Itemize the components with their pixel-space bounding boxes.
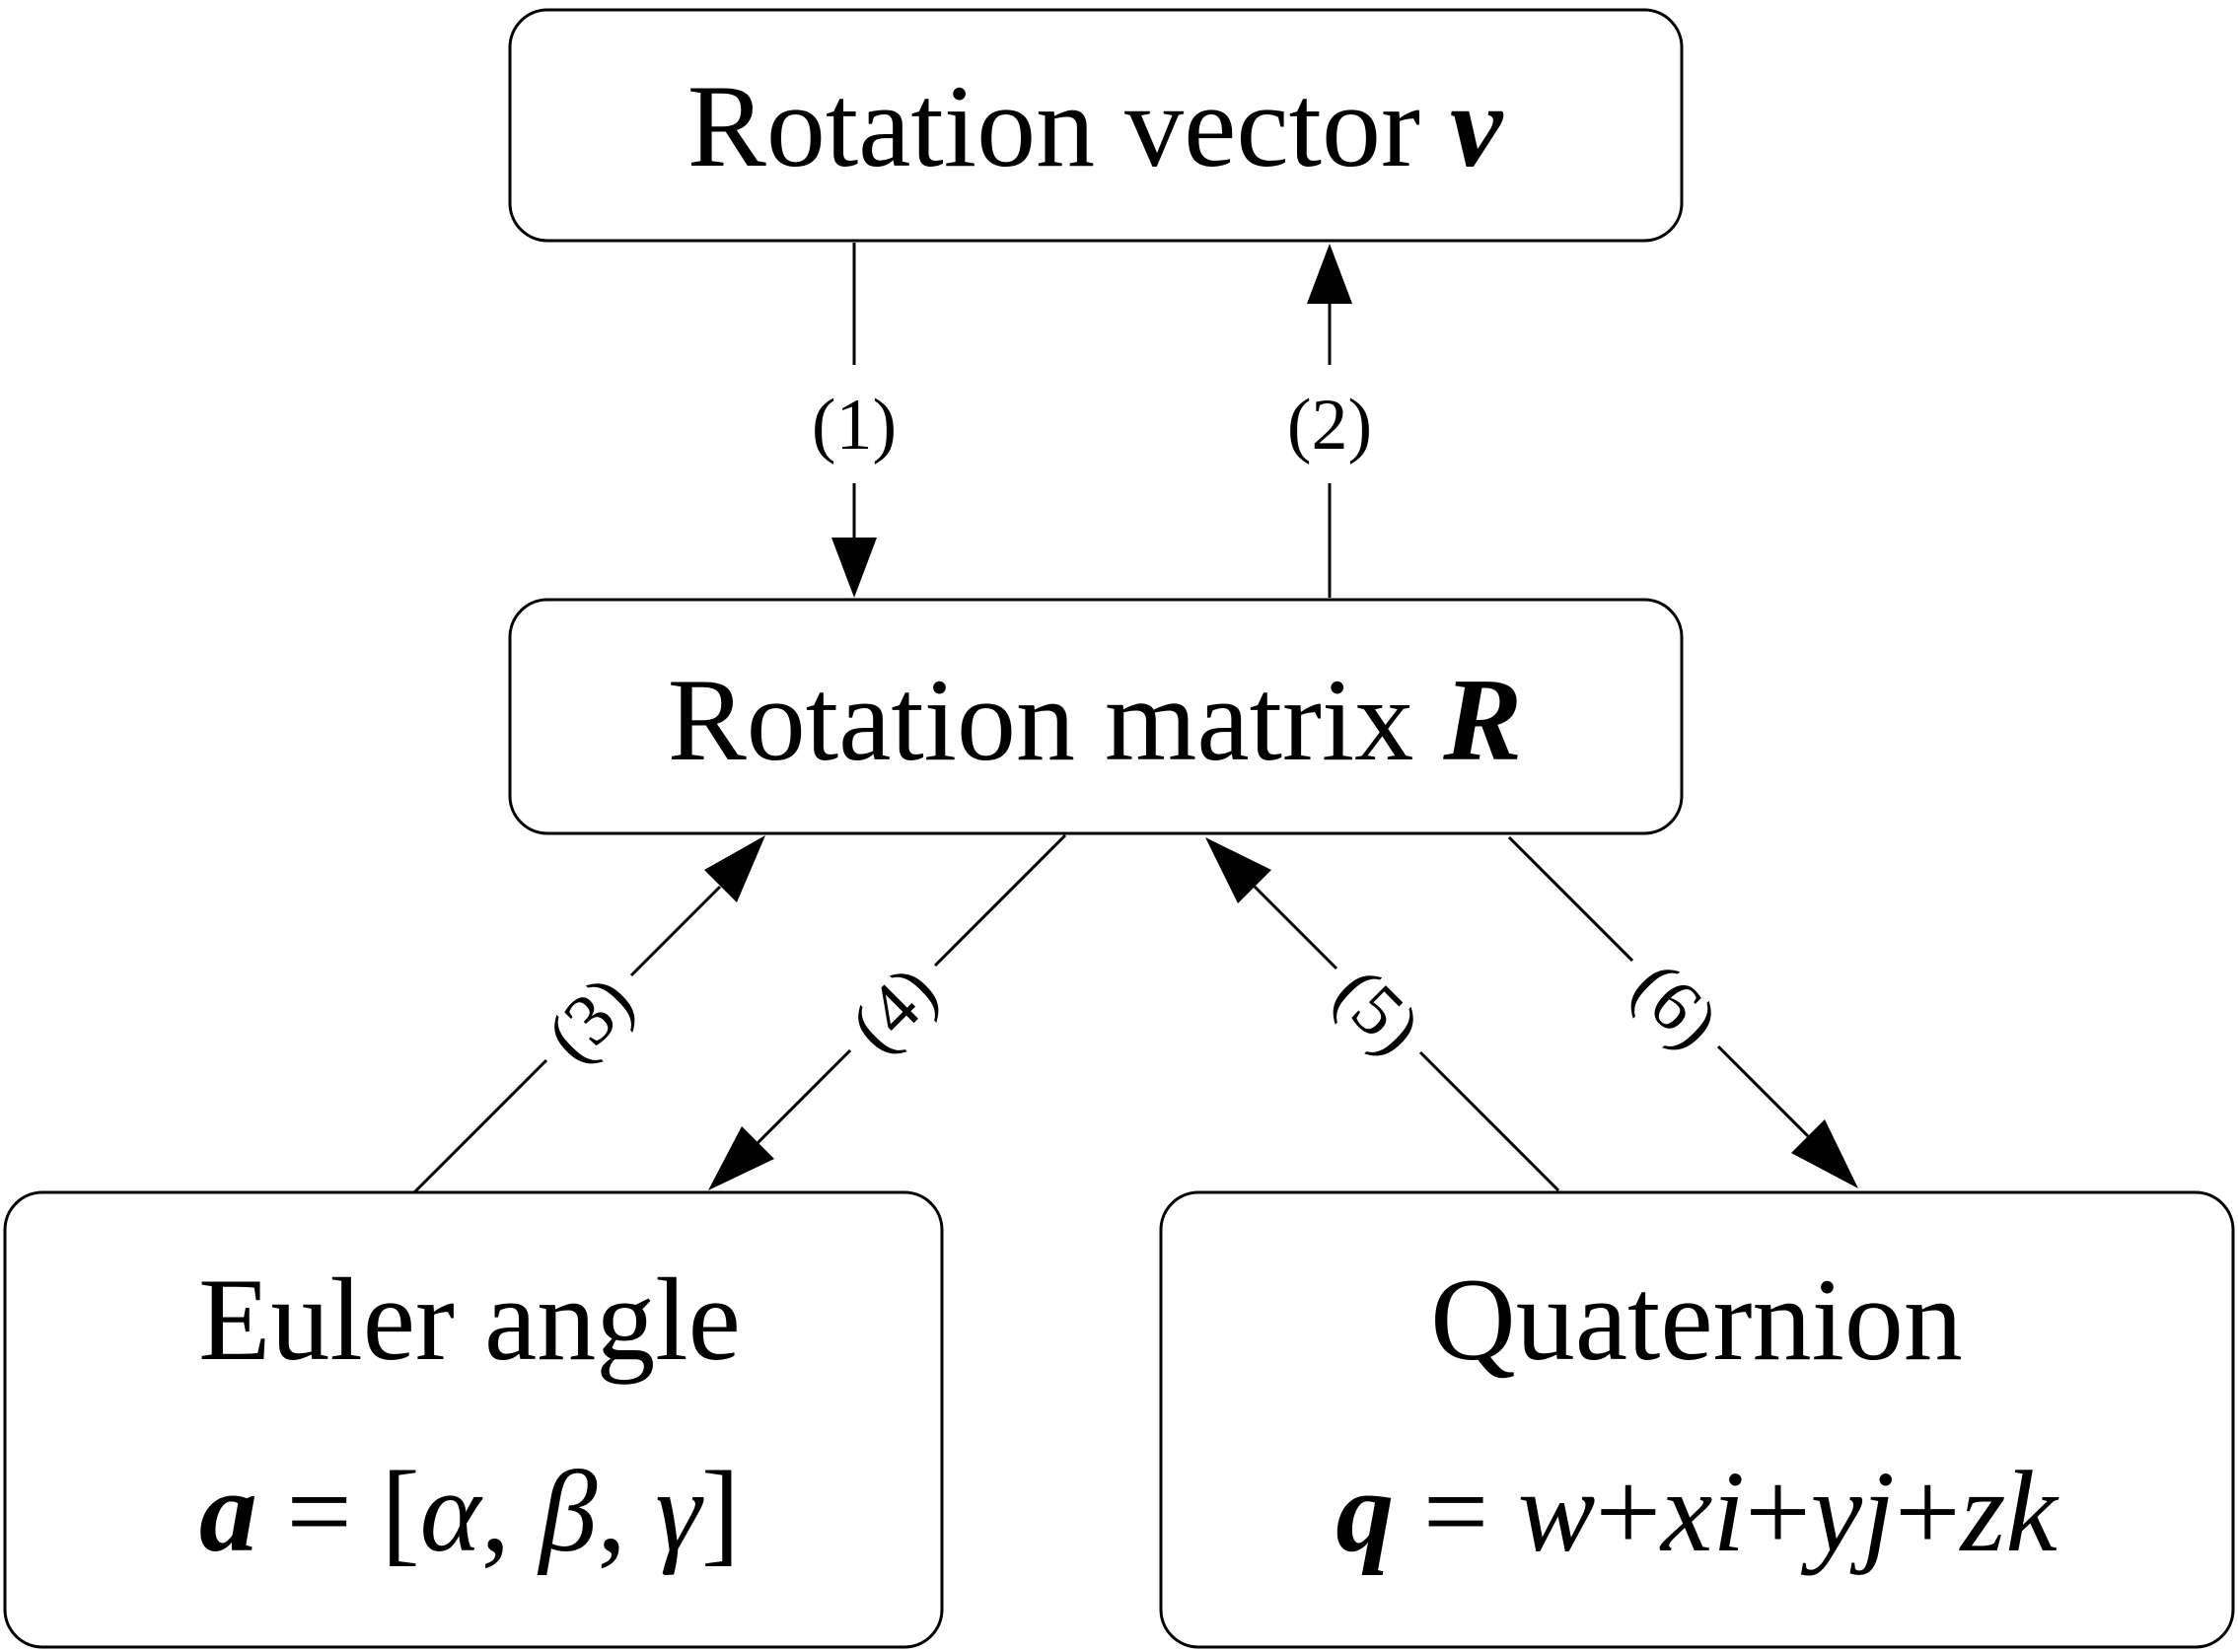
- quat-zk: zk: [1959, 1447, 2060, 1576]
- edge-3-line-lower: [412, 1058, 548, 1194]
- euler-eq: = [: [257, 1447, 420, 1576]
- node-euler-angle-formula: a = [α, β, γ]: [199, 1447, 740, 1576]
- edge-2-label: (2): [1287, 385, 1372, 466]
- edge-1: (1): [812, 243, 897, 598]
- euler-sep2: ,: [597, 1447, 655, 1576]
- node-euler-angle-box: [3, 1190, 944, 1649]
- edge-6-line-upper: [1507, 835, 1634, 963]
- edge-5-line-upper: [1253, 885, 1338, 970]
- node-rotation-matrix-box: [508, 598, 1684, 835]
- edge-4-line-lower: [756, 1048, 852, 1145]
- edge-5-line-lower: [1418, 1050, 1560, 1192]
- euler-gamma: γ: [655, 1447, 704, 1576]
- node-rotation-vector-box: [508, 8, 1684, 243]
- node-euler-angle: Euler angle a = [α, β, γ]: [3, 1190, 944, 1649]
- node-quaternion-box: [1159, 1190, 2235, 1649]
- edge-5-label: (5): [1319, 953, 1436, 1070]
- edge-4-line-upper: [933, 833, 1067, 968]
- euler-sep1: ,: [481, 1447, 540, 1576]
- quat-plus-3: +: [1895, 1447, 1961, 1576]
- quat-w: w: [1518, 1447, 1596, 1576]
- quat-xi: xi: [1659, 1447, 1745, 1576]
- edge-4: (4): [708, 833, 1067, 1190]
- edge-2: (2): [1287, 244, 1372, 598]
- euler-alpha: α: [420, 1447, 483, 1576]
- node-euler-angle-label: Euler angle: [198, 1254, 741, 1385]
- edge-3-line-upper: [629, 885, 722, 977]
- edge-6-line-lower: [1716, 1044, 1810, 1138]
- edge-2-arrowhead: [1307, 244, 1352, 304]
- edge-1-label: (1): [812, 385, 897, 466]
- node-rotation-matrix-label: Rotation matrix: [668, 654, 1444, 785]
- node-rotation-vector: Rotation vector v: [508, 8, 1684, 243]
- edge-5: (5): [1205, 837, 1560, 1192]
- node-rotation-matrix: Rotation matrix R: [508, 598, 1684, 835]
- node-quaternion-formula: q = w+xi+yj+zk: [1336, 1447, 2059, 1576]
- node-rotation-vector-label: Rotation vector: [687, 60, 1450, 191]
- edge-1-arrowhead: [831, 538, 877, 598]
- node-quaternion: Quaternion q = w+xi+yj+zk: [1159, 1190, 2235, 1649]
- euler-close: ]: [701, 1447, 740, 1576]
- edge-6-arrowhead: [1791, 1119, 1858, 1188]
- euler-symbol: a: [199, 1447, 257, 1576]
- edge-6: (6): [1507, 835, 1858, 1188]
- quat-plus-1: +: [1595, 1447, 1661, 1576]
- edge-5-arrowhead: [1205, 837, 1271, 903]
- quat-yj: yj: [1801, 1447, 1895, 1576]
- edge-3-arrowhead: [704, 835, 765, 902]
- node-rotation-vector-symbol: v: [1450, 60, 1504, 191]
- euler-beta: β: [538, 1447, 598, 1576]
- node-rotation-matrix-text: Rotation matrix R: [668, 654, 1523, 785]
- node-rotation-vector-text: Rotation vector v: [687, 60, 1504, 191]
- quat-eq: =: [1394, 1447, 1518, 1576]
- node-rotation-matrix-symbol: R: [1442, 654, 1522, 785]
- edge-4-label: (4): [835, 951, 953, 1068]
- edge-3-label: (3): [532, 961, 649, 1078]
- quat-symbol: q: [1336, 1447, 1394, 1576]
- quat-plus-2: +: [1745, 1447, 1811, 1576]
- edge-6-label: (6): [1617, 947, 1734, 1064]
- node-quaternion-label: Quaternion: [1430, 1254, 1963, 1385]
- edge-3: (3): [412, 835, 765, 1194]
- edge-4-arrowhead: [708, 1126, 774, 1190]
